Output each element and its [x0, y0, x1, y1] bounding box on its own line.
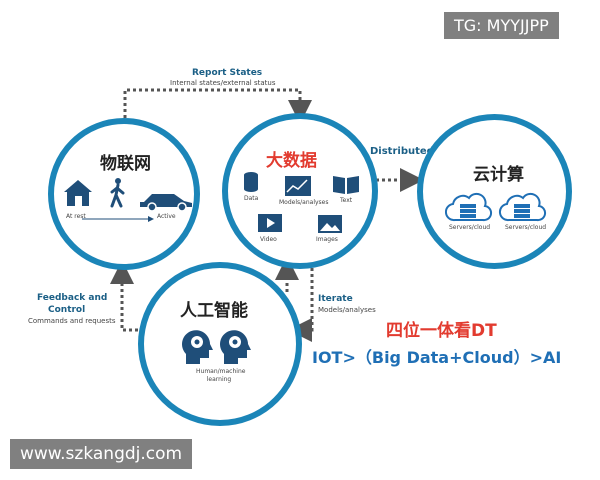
walking-person-icon [110, 178, 125, 208]
cloud-circle [417, 114, 572, 269]
bigdata-text-label: Text [340, 197, 353, 204]
server-cloud-icon [498, 192, 547, 222]
ai-title: 人工智能 [180, 301, 248, 321]
chart-icon [285, 176, 311, 196]
cloud-servers-label-1: Servers/cloud [449, 224, 491, 231]
book-icon [333, 176, 359, 194]
house-icon [64, 180, 92, 206]
iterate-down-arrow [288, 262, 314, 342]
bigdata-models-label: Models/analyses [279, 199, 329, 206]
human-head-gear-icon [182, 330, 213, 364]
distributed-storage-label: Distributed Storage [370, 146, 482, 157]
bigdata-video-label: Video [260, 236, 277, 243]
top-watermark: TG: MYYJJPP [444, 12, 559, 39]
bigdata-images-label: Images [316, 236, 338, 243]
report-states-sublabel: Internal states/external status [170, 79, 276, 87]
iterate-label: Iterate [318, 294, 353, 304]
iot-active-label: Active [157, 213, 176, 220]
server-cloud-icon [444, 192, 493, 222]
cloud-servers-label-2: Servers/cloud [505, 224, 547, 231]
image-icon [318, 215, 342, 233]
video-icon [258, 214, 282, 232]
headline-blue: IOT>（Big Data+Cloud）>AI [312, 348, 562, 367]
iot-title: 物联网 [100, 154, 151, 174]
bigdata-data-label: Data [244, 195, 259, 202]
bigdata-title: 大数据 [266, 151, 317, 171]
database-icon [244, 172, 258, 192]
report-states-arrow [123, 88, 312, 130]
iot-progress-arrow [82, 216, 154, 222]
car-icon [140, 194, 192, 212]
ai-caption: Human/machine learning [196, 368, 246, 383]
iot-at-rest-label: At rest [66, 213, 86, 220]
cloud-title: 云计算 [473, 165, 524, 185]
bottom-watermark: www.szkangdj.com [10, 439, 193, 469]
report-states-label: Report States [192, 68, 263, 78]
feedback-sublabel: Commands and requests [28, 317, 116, 325]
ai-circle [138, 262, 302, 426]
machine-head-gear-icon [220, 330, 251, 364]
headline-red: 四位一体看DT [386, 321, 497, 341]
feedback-label-line1: Feedback and [37, 293, 108, 303]
iterate-sublabel: Models/analyses [318, 306, 376, 314]
feedback-label-line2: Control [48, 305, 86, 315]
